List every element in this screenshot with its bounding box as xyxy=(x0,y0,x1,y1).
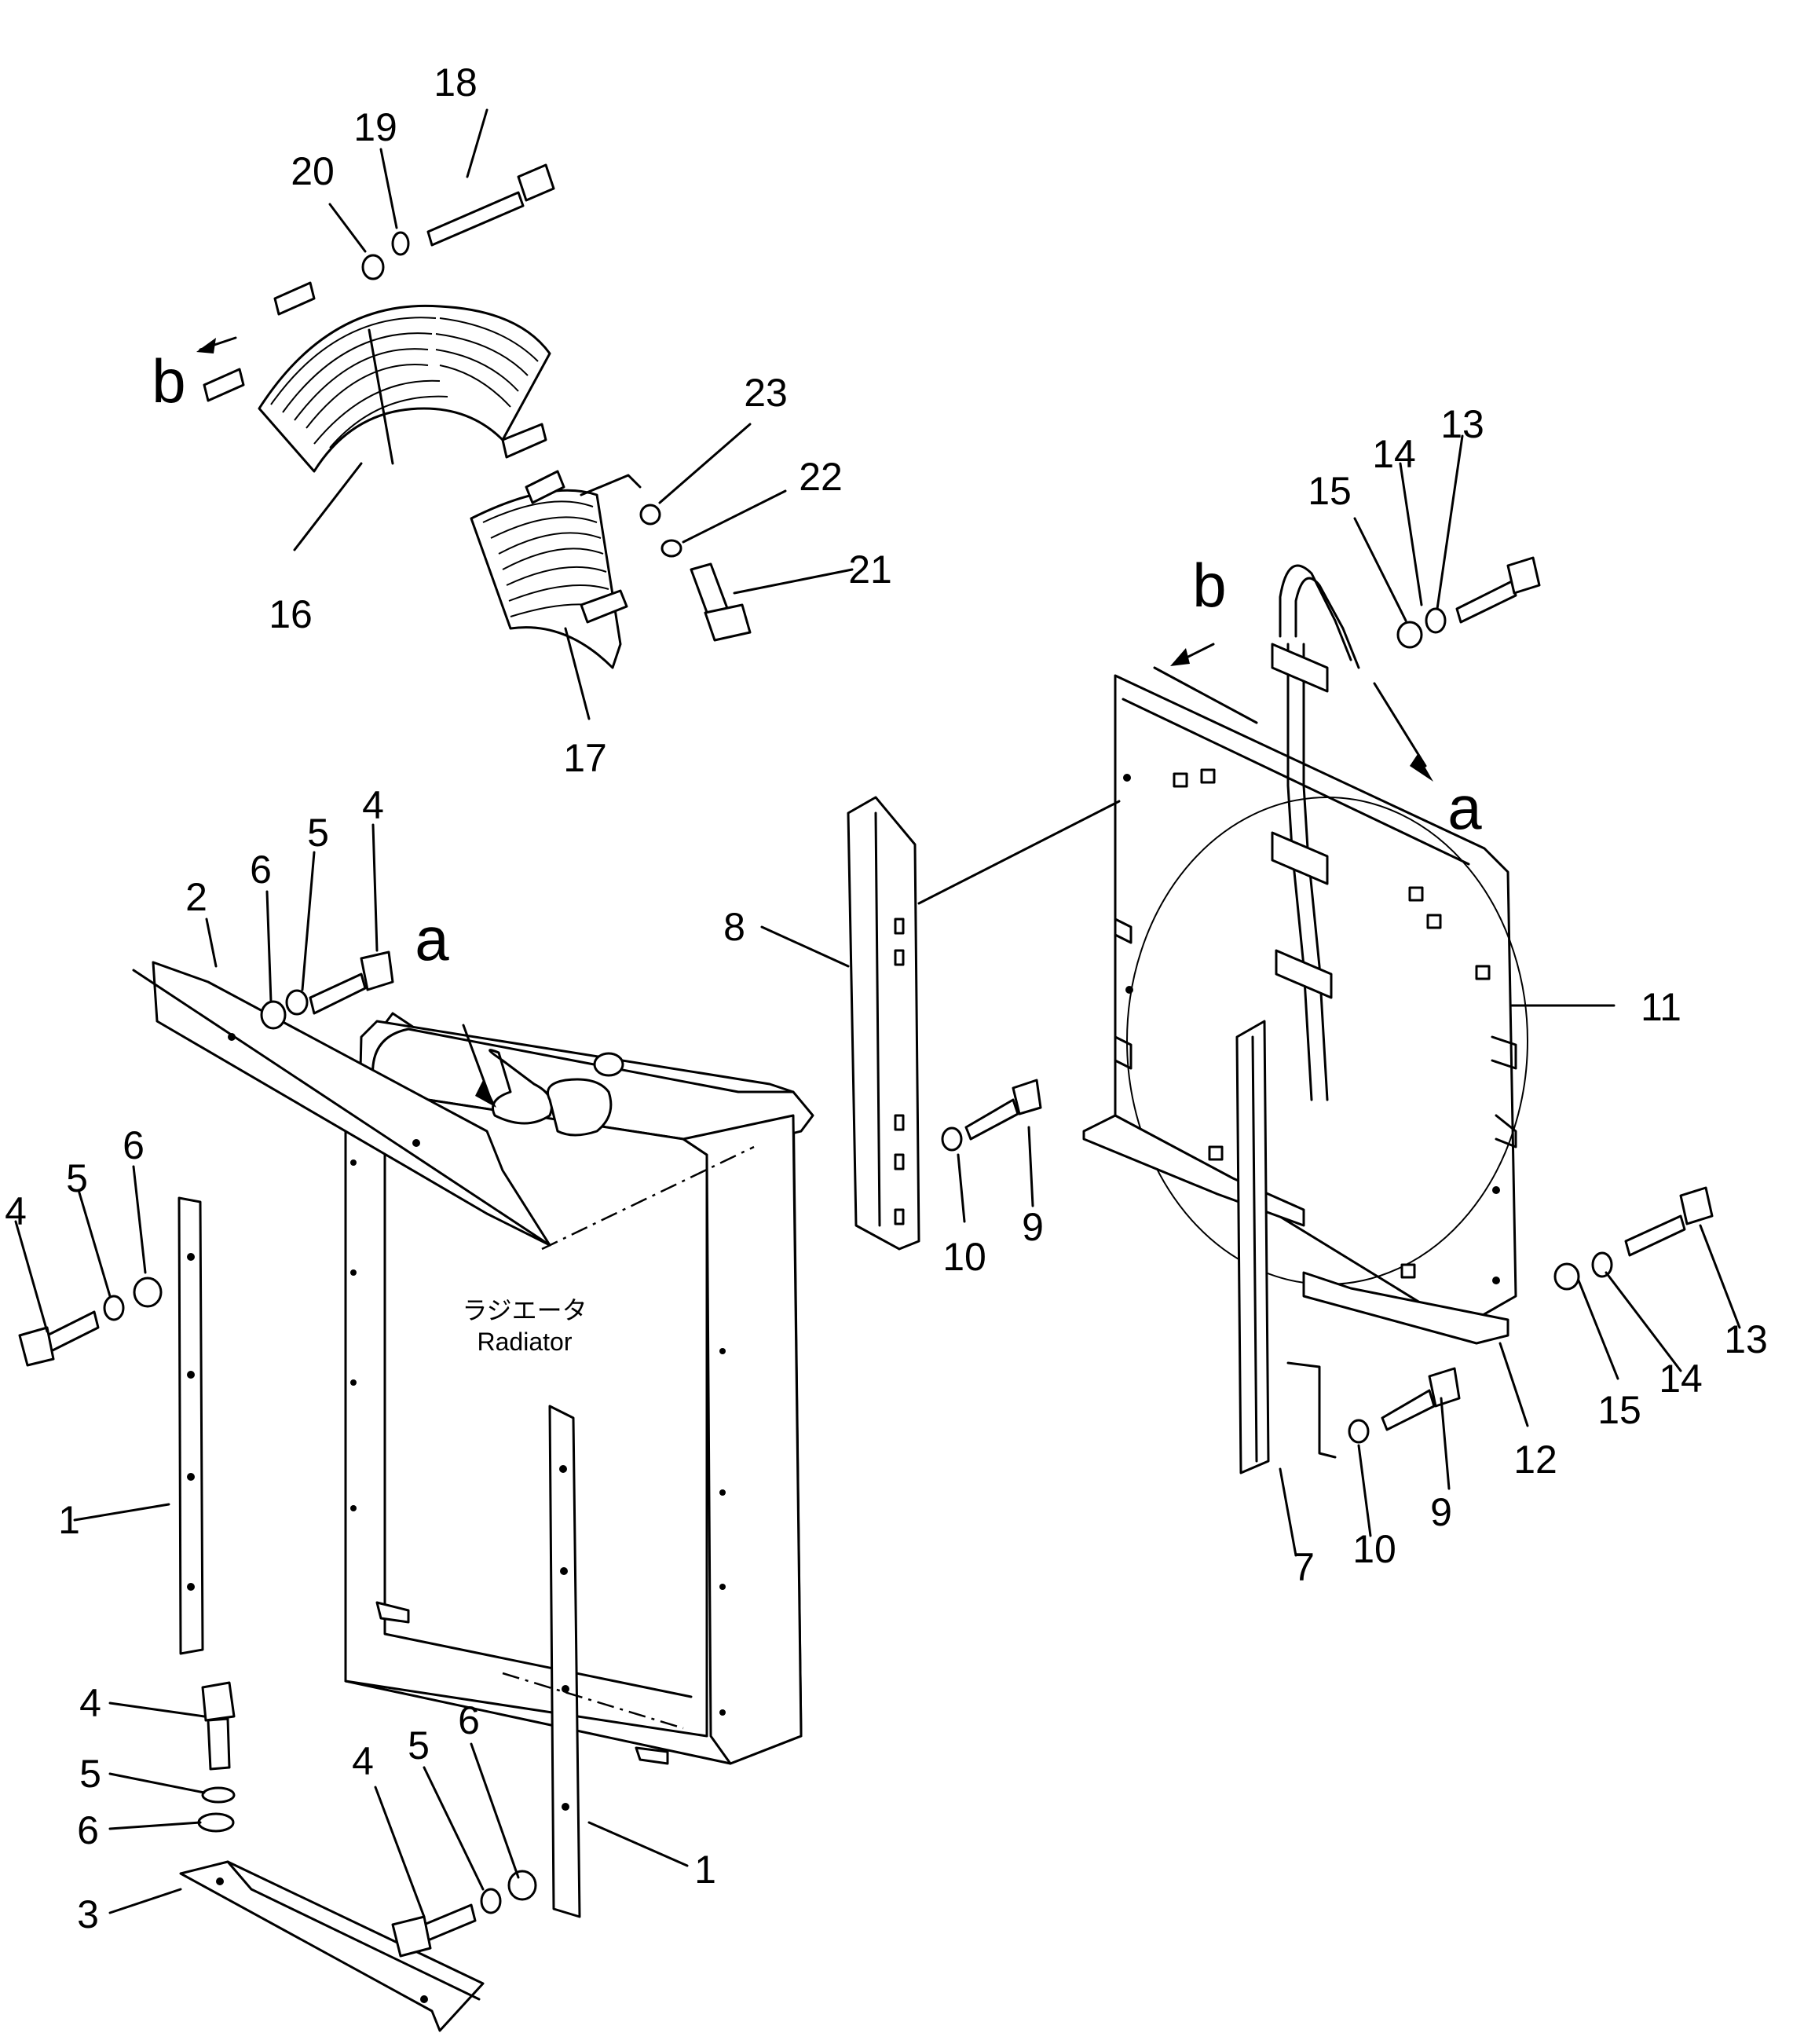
callout-20: 20 xyxy=(291,149,335,193)
washer-15-upper xyxy=(1396,621,1423,649)
callout-6-vertical: 6 xyxy=(77,1808,99,1852)
bolt-18 xyxy=(426,163,555,247)
callout-2: 2 xyxy=(185,875,207,919)
washer-19 xyxy=(391,231,410,256)
callout-5-top: 5 xyxy=(307,811,329,855)
callout-8: 8 xyxy=(723,905,745,949)
callout-9-upper: 9 xyxy=(1022,1205,1044,1249)
arrow-b2-bracket xyxy=(1153,666,1258,724)
callout-15-upper: 15 xyxy=(1308,469,1352,513)
washer-22 xyxy=(660,539,682,558)
view-marker-b-hose: b xyxy=(152,346,186,416)
washer-6-vertical xyxy=(197,1812,235,1833)
washer-23 xyxy=(639,504,661,526)
view-marker-a-radiator: a xyxy=(415,904,449,973)
callout-19: 19 xyxy=(353,105,397,149)
plate-1-left xyxy=(177,1196,204,1655)
leader-8-shroud xyxy=(917,800,1121,905)
callout-5-left: 5 xyxy=(66,1156,88,1200)
bolt-4-vertical xyxy=(201,1681,236,1771)
bolt-13-lower xyxy=(1624,1186,1714,1257)
callout-10-lower: 10 xyxy=(1352,1527,1396,1571)
bolt-9-upper xyxy=(964,1079,1042,1141)
callout-14-lower: 14 xyxy=(1659,1357,1703,1401)
leader-7-bracket xyxy=(1286,1361,1337,1459)
leader-lines xyxy=(14,108,1741,1918)
callout-13-upper: 13 xyxy=(1440,402,1484,446)
callout-4-top: 4 xyxy=(362,783,384,827)
bolt-4-bottom xyxy=(391,1903,477,1958)
callout-7: 7 xyxy=(1293,1545,1315,1589)
callout-12: 12 xyxy=(1513,1438,1557,1482)
washer-5-top xyxy=(285,989,309,1016)
callout-16: 16 xyxy=(269,592,313,636)
washer-14-upper xyxy=(1425,607,1447,634)
pipe-assembly xyxy=(1271,564,1360,1101)
bolt-4-top xyxy=(309,951,394,1015)
callout-5-vertical: 5 xyxy=(79,1752,101,1796)
callout-22: 22 xyxy=(799,455,843,499)
callout-6-bottom: 6 xyxy=(458,1698,480,1742)
callout-3: 3 xyxy=(77,1892,99,1936)
plate-7 xyxy=(1235,1020,1270,1474)
washer-15-lower xyxy=(1553,1262,1580,1291)
washer-10-lower xyxy=(1348,1419,1370,1444)
callout-5-bottom: 5 xyxy=(408,1723,430,1767)
washer-5-vertical xyxy=(201,1786,236,1804)
bracket-2 xyxy=(132,961,551,1247)
bolt-13-upper xyxy=(1455,556,1541,624)
callout-1-right: 1 xyxy=(694,1848,716,1892)
callout-6-top: 6 xyxy=(250,848,272,892)
arrow-b1-head xyxy=(196,338,216,353)
arrow-a2-head xyxy=(1410,754,1433,782)
callout-13-lower: 13 xyxy=(1724,1317,1768,1361)
hose-16 xyxy=(203,281,551,473)
callout-9-lower: 9 xyxy=(1430,1490,1452,1534)
callout-14-upper: 14 xyxy=(1372,432,1416,476)
washer-10-upper xyxy=(941,1126,963,1152)
callout-21: 21 xyxy=(848,548,892,592)
hose-clamp-line xyxy=(580,474,642,496)
callout-4-bottom: 4 xyxy=(352,1739,374,1783)
callout-11: 11 xyxy=(1641,985,1681,1029)
washer-6-left xyxy=(133,1277,163,1308)
callout-17: 17 xyxy=(563,736,607,780)
washer-20 xyxy=(361,254,385,280)
washer-5-left xyxy=(103,1295,125,1321)
arrow-a1-head xyxy=(475,1080,496,1108)
radiator-label-english: Radiator xyxy=(477,1328,573,1356)
callout-4-left: 4 xyxy=(5,1189,27,1233)
view-marker-a-shroud: a xyxy=(1447,773,1482,842)
callout-4-vertical: 4 xyxy=(79,1681,101,1725)
plate-1-right xyxy=(548,1405,581,1918)
dashed-center-line xyxy=(541,1145,755,1251)
washer-14-lower xyxy=(1591,1251,1613,1278)
callout-15-lower: 15 xyxy=(1597,1388,1641,1432)
view-marker-b-shroud: b xyxy=(1192,551,1227,620)
radiator xyxy=(344,1012,814,1765)
callout-10-upper: 10 xyxy=(942,1235,986,1279)
bolt-9-lower xyxy=(1381,1367,1461,1431)
callout-23: 23 xyxy=(744,371,788,415)
bracket-3 xyxy=(179,1860,485,2032)
radiator-label-japanese: ラジエータ xyxy=(462,1296,587,1324)
bolt-4-left xyxy=(18,1310,100,1367)
arrow-b2-head xyxy=(1170,648,1190,666)
callout-6-left: 6 xyxy=(123,1123,145,1167)
plate-8 xyxy=(847,796,920,1251)
washer-6-bottom xyxy=(507,1870,537,1901)
washer-5-bottom xyxy=(480,1888,502,1914)
bolt-21 xyxy=(690,562,752,642)
hose-17 xyxy=(470,470,628,669)
washer-6-top xyxy=(260,1000,287,1030)
callout-1-left: 1 xyxy=(58,1498,80,1542)
arrow-a2-line xyxy=(1373,682,1427,767)
dashed-center-line-2 xyxy=(502,1672,684,1730)
callout-18: 18 xyxy=(434,60,478,104)
